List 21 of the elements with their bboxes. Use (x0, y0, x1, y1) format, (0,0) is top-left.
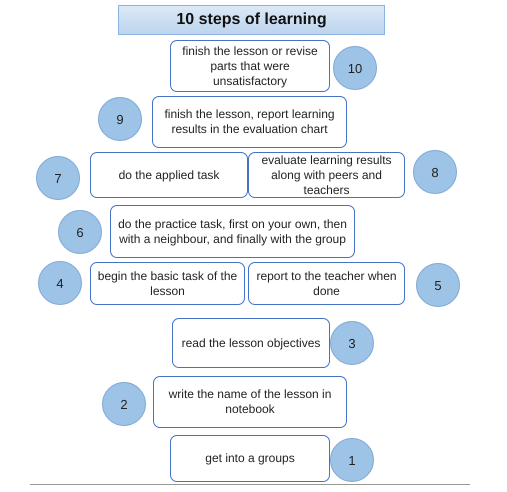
step-box: report to the teacher when done (248, 262, 405, 305)
step-box: do the applied task (90, 152, 248, 198)
number-circle: 3 (330, 321, 374, 365)
step-box: read the lesson objectives (172, 318, 330, 368)
step-box: finish the lesson, report learning results in the evaluation chart (152, 96, 347, 148)
number-circle: 5 (416, 263, 460, 307)
title-banner: 10 steps of learning (118, 5, 385, 35)
step-box: get into a groups (170, 435, 330, 482)
step-box: do the practice task, first on your own, then with a neighbour, and finally with the group (110, 205, 355, 258)
number-circle: 7 (36, 156, 80, 200)
step-box: write the name of the lesson in notebook (153, 376, 347, 428)
number-circle: 1 (330, 438, 374, 482)
number-circle: 6 (58, 210, 102, 254)
number-circle: 2 (102, 382, 146, 426)
number-circle: 10 (333, 46, 377, 90)
number-circle: 8 (413, 150, 457, 194)
number-circle: 4 (38, 261, 82, 305)
step-box: evaluate learning results along with peers and teachers (248, 152, 405, 198)
number-circle: 9 (98, 97, 142, 141)
step-box: begin the basic task of the lesson (90, 262, 245, 305)
step-box: finish the lesson or revise parts that were unsatisfactory (170, 40, 330, 92)
